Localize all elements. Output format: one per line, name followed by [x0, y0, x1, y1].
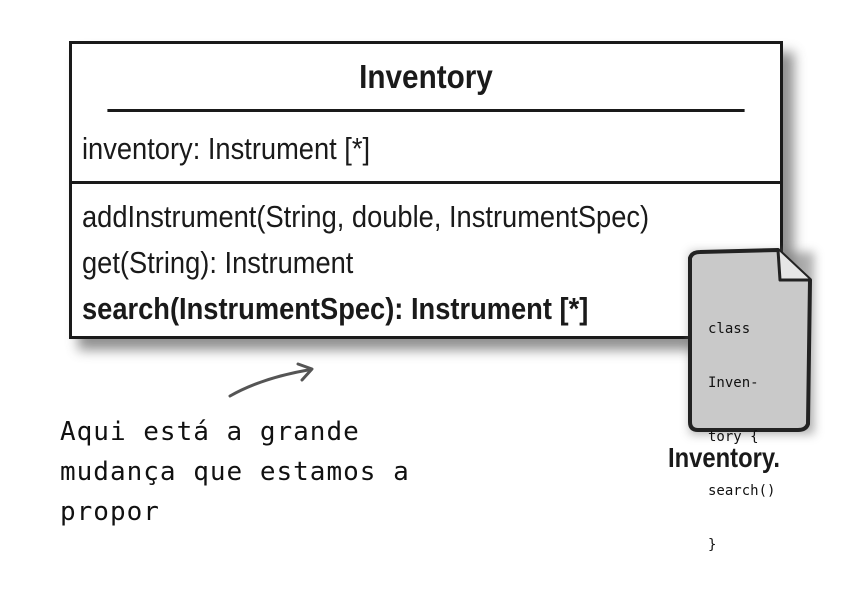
annotation-arrow-icon [228, 362, 314, 398]
code-line: class [708, 321, 751, 337]
annotation-line: propor [60, 497, 160, 527]
uml-attributes-section: inventory: Instrument [*] [72, 112, 780, 184]
code-line: search() [708, 483, 776, 499]
uml-attribute: inventory: Instrument [*] [82, 131, 371, 166]
uml-operation-search: search(InstrumentSpec): Instrument [*] [82, 291, 589, 326]
uml-class-box: Inventory inventory: Instrument [*] addI… [69, 41, 783, 339]
code-line: } [708, 537, 717, 553]
code-line: tory { [708, 429, 759, 445]
file-icon-caption: Inventory. [668, 442, 780, 473]
annotation-line: mudança que estamos a [60, 457, 410, 487]
handwritten-annotation: Aqui está a grande mudança que estamos a… [60, 412, 480, 532]
file-icon: class Inven- tory { search() } [686, 246, 812, 553]
uml-class-name: Inventory [107, 44, 745, 112]
code-line: Inven- [708, 375, 759, 391]
uml-operations-section: addInstrument(String, double, Instrument… [72, 184, 780, 332]
annotation-line: Aqui está a grande [60, 417, 360, 447]
file-icon-code: class Inven- tory { search() } [708, 284, 775, 590]
uml-operation-add: addInstrument(String, double, Instrument… [82, 199, 650, 234]
uml-operation-get: get(String): Instrument [82, 245, 354, 280]
document-icon [688, 248, 812, 432]
